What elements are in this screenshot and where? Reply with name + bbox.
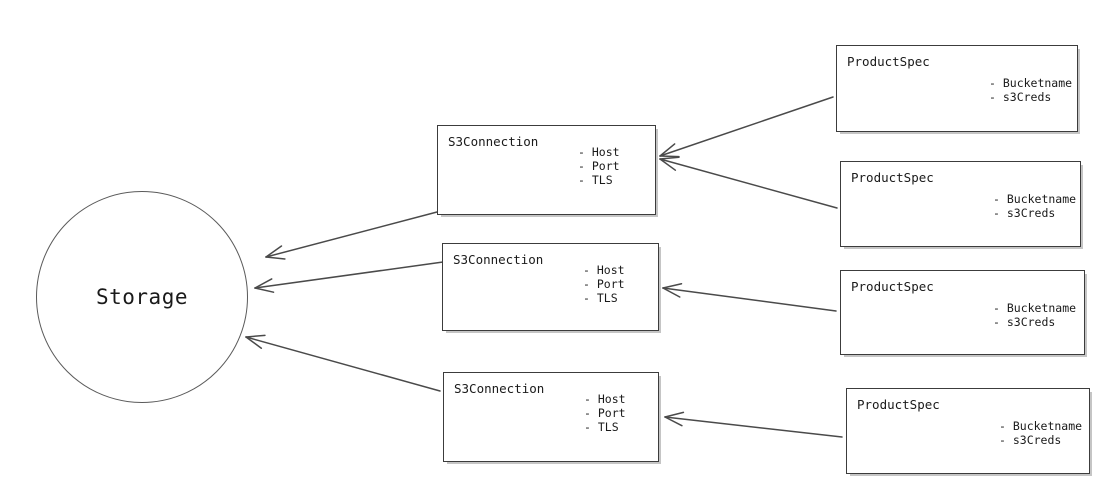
- productspec-2-to-s3conn-1: [659, 156, 838, 209]
- node-s3connection-1[interactable]: S3Connection - Host- Port- TLS: [437, 125, 656, 215]
- node-s3connection-2-title: S3Connection: [453, 252, 544, 267]
- node-s3connection-1-title: S3Connection: [448, 134, 539, 149]
- attribute-item: - Port: [584, 406, 626, 420]
- s3conn-1-to-storage: [265, 211, 438, 260]
- attribute-item: - TLS: [583, 291, 618, 305]
- s3conn-3-to-storage: [245, 334, 441, 392]
- attribute-item: - TLS: [578, 173, 613, 187]
- node-s3connection-3-attributes: - Host- Port- TLS: [584, 392, 626, 434]
- node-productspec-2-title: ProductSpec: [851, 170, 934, 185]
- attribute-item: - s3Creds: [999, 433, 1062, 447]
- attribute-item: - s3Creds: [989, 90, 1052, 104]
- productspec-1-to-s3conn-1: [659, 96, 834, 158]
- attribute-item: - Bucketname: [993, 192, 1077, 206]
- attribute-item: - Host: [578, 145, 620, 159]
- s3conn-2-to-storage: [254, 261, 444, 293]
- node-storage[interactable]: Storage: [36, 191, 248, 403]
- attribute-item: - Port: [578, 159, 620, 173]
- attribute-item: - Port: [583, 277, 625, 291]
- node-s3connection-1-attributes: - Host- Port- TLS: [578, 145, 620, 187]
- attribute-item: - s3Creds: [993, 315, 1056, 329]
- attribute-item: - Host: [584, 392, 626, 406]
- node-productspec-3-attributes: - Bucketname- s3Creds: [993, 301, 1076, 329]
- node-productspec-2-attributes: - Bucketname- s3Creds: [993, 192, 1076, 220]
- node-productspec-3[interactable]: ProductSpec - Bucketname- s3Creds: [840, 270, 1085, 355]
- productspec-4-to-s3conn-3: [664, 411, 843, 438]
- node-s3connection-3[interactable]: S3Connection - Host- Port- TLS: [443, 372, 659, 462]
- attribute-item: - s3Creds: [993, 206, 1056, 220]
- attribute-item: - Bucketname: [993, 301, 1077, 315]
- node-productspec-2[interactable]: ProductSpec - Bucketname- s3Creds: [840, 161, 1081, 247]
- node-productspec-1-title: ProductSpec: [847, 54, 930, 69]
- productspec-3-to-s3conn-2: [662, 282, 837, 312]
- node-productspec-1[interactable]: ProductSpec - Bucketname- s3Creds: [836, 45, 1078, 132]
- node-storage-label: Storage: [95, 285, 188, 309]
- attribute-item: - TLS: [584, 420, 619, 434]
- node-s3connection-2[interactable]: S3Connection - Host- Port- TLS: [442, 243, 659, 331]
- attribute-item: - Bucketname: [989, 76, 1073, 90]
- node-productspec-4[interactable]: ProductSpec - Bucketname- s3Creds: [846, 388, 1090, 474]
- node-productspec-3-title: ProductSpec: [851, 279, 934, 294]
- node-s3connection-3-title: S3Connection: [454, 381, 545, 396]
- node-productspec-4-title: ProductSpec: [857, 397, 940, 412]
- attribute-item: - Host: [583, 263, 625, 277]
- attribute-item: - Bucketname: [999, 419, 1083, 433]
- node-s3connection-2-attributes: - Host- Port- TLS: [583, 263, 625, 305]
- node-productspec-1-attributes: - Bucketname- s3Creds: [989, 76, 1072, 104]
- node-productspec-4-attributes: - Bucketname- s3Creds: [999, 419, 1082, 447]
